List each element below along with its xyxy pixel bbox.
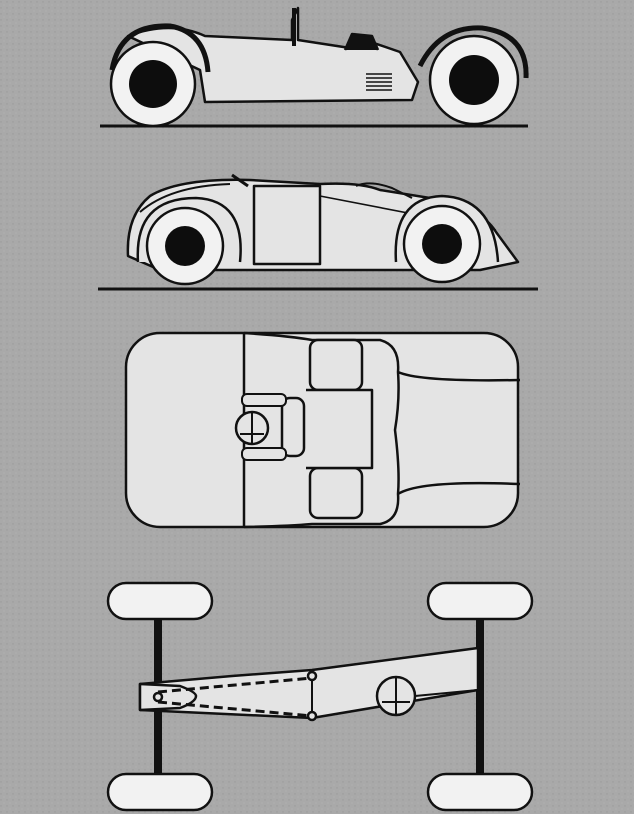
driver-arms-lower: [241, 447, 287, 461]
front-right-wheel: [426, 772, 534, 812]
front-hub: [449, 55, 499, 105]
rear-hub: [129, 60, 177, 108]
side-view-vintage: [100, 6, 529, 128]
driver-shoulders: [280, 396, 306, 458]
bonnet-louvres: [366, 73, 392, 91]
rear-left-wheel: [106, 581, 214, 621]
right-seat: [308, 466, 364, 520]
torque-rod-lower: [157, 700, 313, 718]
side-view-streamlined: [98, 173, 538, 291]
rear-mudguard: [109, 23, 211, 73]
steering-column: [414, 689, 479, 697]
seat-cushion: [306, 388, 374, 470]
streamlined-rear-hub: [165, 226, 205, 266]
top-view-body: [124, 331, 521, 529]
chassis-plan-view: [106, 581, 534, 812]
streamlined-front-hub: [422, 224, 462, 264]
vintage-cockpit: [343, 32, 380, 51]
driver-arms: [241, 393, 287, 407]
scuttle-hump: [355, 182, 413, 199]
front-mudguard: [417, 25, 529, 79]
front-left-wheel: [426, 581, 534, 621]
rear-right-wheel: [106, 772, 214, 812]
left-seat: [308, 338, 364, 392]
tail-fin: [231, 173, 249, 188]
door-panel: [252, 184, 322, 266]
rear-cowl: [139, 183, 231, 213]
torque-rod-upper: [157, 676, 313, 694]
